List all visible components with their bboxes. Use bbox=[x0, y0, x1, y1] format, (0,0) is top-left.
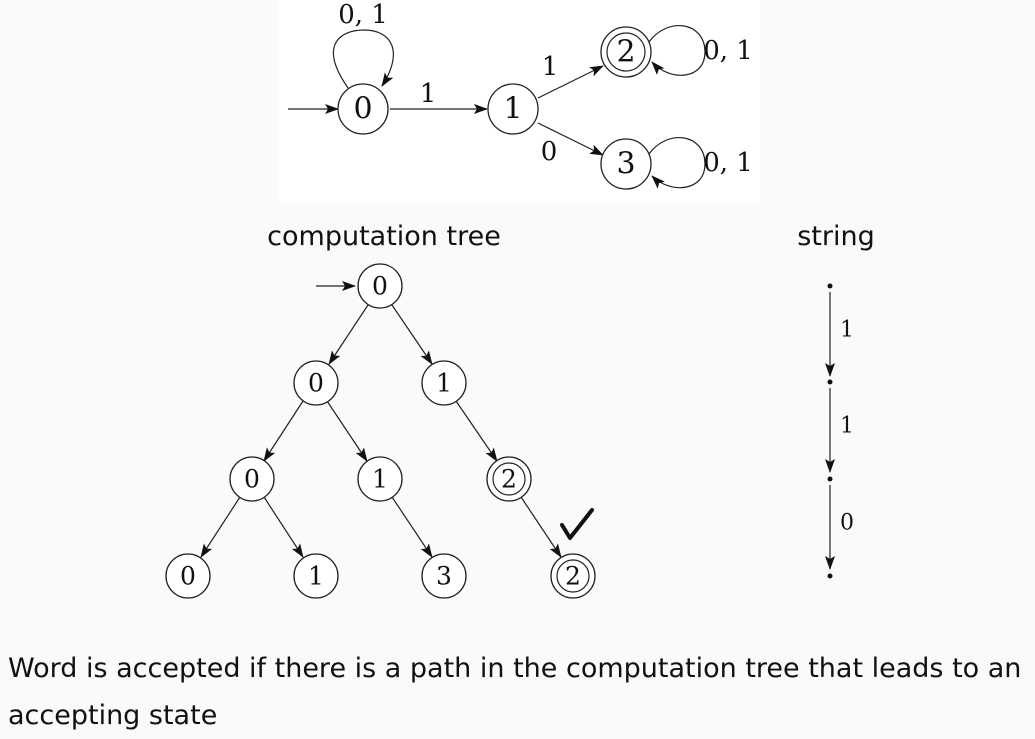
tree-node-label: 1 bbox=[308, 562, 324, 591]
tree-edge-n3-n6 bbox=[200, 496, 241, 558]
tree-node-label: 3 bbox=[436, 562, 452, 591]
tree-node-label: 1 bbox=[372, 465, 388, 494]
string-position-dot bbox=[827, 283, 833, 289]
tree-node-label: 0 bbox=[372, 272, 388, 301]
tree-node-n7: 1 bbox=[293, 553, 339, 599]
string-position-dot bbox=[827, 379, 833, 385]
string-symbol-2: 1 bbox=[840, 414, 854, 439]
tree-node-label: 1 bbox=[436, 369, 452, 398]
tree-node-label: 2 bbox=[565, 562, 581, 591]
nfa-edge-q1-q2 bbox=[537, 65, 604, 99]
nfa-label-q2-q2: 0, 1 bbox=[703, 36, 753, 66]
tree-edge-n2-n5 bbox=[455, 400, 498, 462]
tree-edge-n1-n3 bbox=[263, 400, 304, 462]
nfa-edge-q1-q3 bbox=[537, 122, 604, 156]
tree-node-n0: 0 bbox=[357, 263, 403, 309]
tree-edge-n5-n9 bbox=[520, 496, 562, 558]
tree-edge-n4-n8 bbox=[391, 496, 433, 558]
string-position-dot bbox=[827, 573, 833, 579]
tree-edge-n0-n2 bbox=[391, 304, 433, 365]
nfa-label-q0-q1: 1 bbox=[420, 79, 437, 109]
nfa-state-label: 1 bbox=[503, 92, 522, 127]
string-column bbox=[825, 283, 835, 579]
nfa-state-label: 3 bbox=[616, 147, 635, 182]
tree-heading: computation tree bbox=[267, 221, 501, 252]
tree-node-n5: 2 bbox=[486, 456, 532, 502]
tree-node-n3: 0 bbox=[229, 456, 275, 502]
string-heading: string bbox=[797, 221, 875, 252]
tree-edge-n0-n1 bbox=[328, 304, 369, 365]
tree-node-label: 0 bbox=[180, 562, 196, 591]
nfa-state-q2: 2 bbox=[600, 26, 652, 78]
tree-node-label: 0 bbox=[244, 465, 260, 494]
tree-node-n6: 0 bbox=[165, 553, 211, 599]
tree-node-label: 0 bbox=[308, 369, 324, 398]
nfa-label-q0-q0: 0, 1 bbox=[338, 0, 388, 30]
nfa-state-q3: 3 bbox=[600, 138, 652, 190]
nfa-state-label: 2 bbox=[616, 35, 635, 70]
nfa-state-label: 0 bbox=[353, 92, 372, 127]
nfa-label-q3-q3: 0, 1 bbox=[703, 148, 753, 178]
nfa-edge-q2-q2 bbox=[648, 25, 706, 76]
tree-node-n1: 0 bbox=[293, 360, 339, 406]
tree-edges bbox=[200, 281, 562, 558]
tree-node-n9: 2 bbox=[550, 553, 596, 599]
caption-text: Word is accepted if there is a path in t… bbox=[8, 653, 1022, 731]
tree-node-label: 2 bbox=[501, 465, 517, 494]
string-position-dot bbox=[827, 476, 833, 482]
string-symbol-3: 0 bbox=[840, 511, 854, 536]
tree-node-n8: 3 bbox=[421, 553, 467, 599]
nfa-state-q0: 0 bbox=[337, 83, 389, 135]
tree-edge-n1-n4 bbox=[326, 400, 368, 462]
nfa-edge-q3-q3 bbox=[648, 137, 706, 189]
nfa-state-q1: 1 bbox=[487, 83, 539, 135]
nfa-label-q1-q2: 1 bbox=[542, 52, 559, 82]
nfa-transitions bbox=[288, 25, 706, 189]
nfa-label-q1-q3: 0 bbox=[541, 137, 558, 167]
tree-node-n4: 1 bbox=[357, 456, 403, 502]
string-symbol-1: 1 bbox=[840, 318, 854, 343]
tree-node-n2: 1 bbox=[421, 360, 467, 406]
nfa-edge-q0-q0 bbox=[332, 29, 394, 89]
tree-edge-n3-n7 bbox=[263, 496, 304, 558]
checkmark-icon bbox=[560, 508, 594, 540]
